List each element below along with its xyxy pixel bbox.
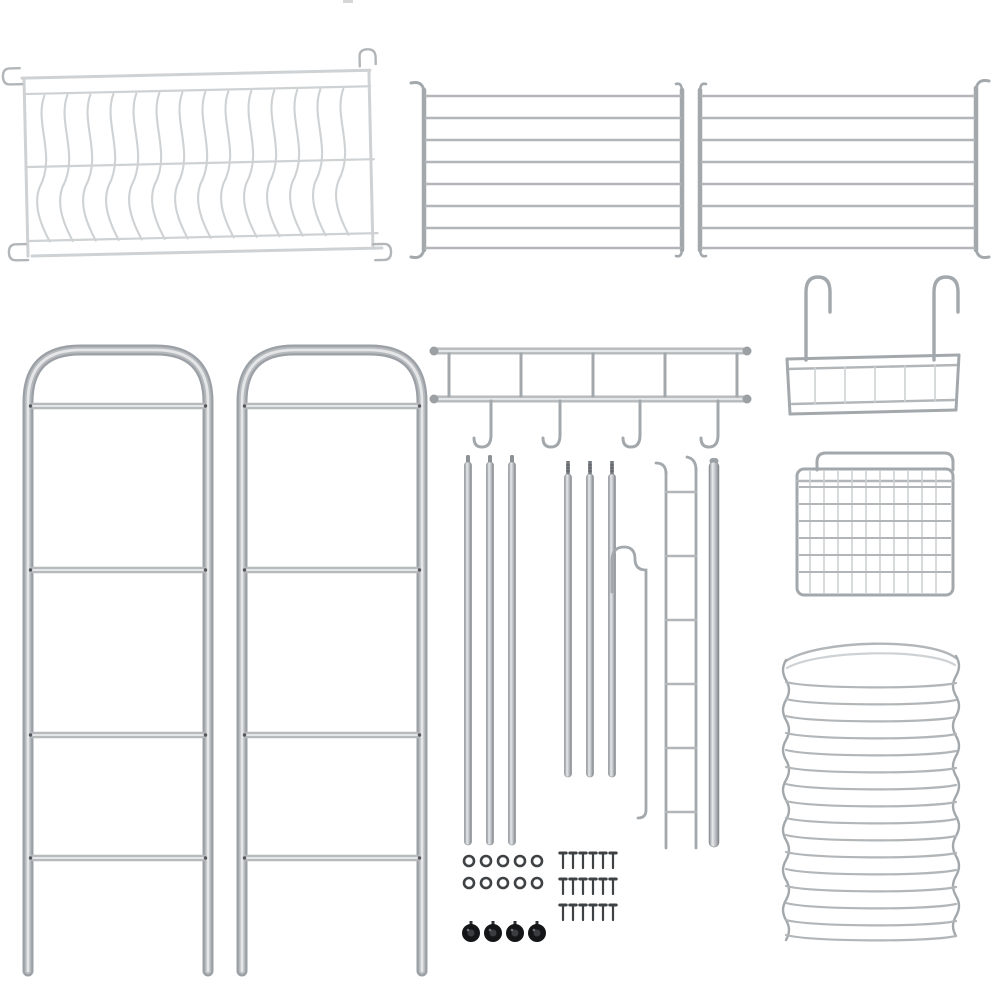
wire-basket (795, 451, 955, 597)
corner-hook-tab (358, 48, 377, 68)
support-tube-thick (708, 458, 720, 848)
side-frame-right (236, 344, 428, 977)
basket-grid-vertical (809, 470, 937, 594)
mat-wires (784, 680, 958, 942)
hardware-screws (558, 851, 618, 922)
s-hook-wire (610, 545, 648, 820)
corner-hook-tab (7, 242, 30, 262)
hanging-shelf (785, 275, 961, 416)
shelf-hook (932, 275, 960, 362)
side-frame-left (22, 344, 214, 977)
hardware-end-caps (462, 921, 546, 942)
corner-hook-tab (1, 66, 24, 86)
screw-holes (28, 404, 208, 860)
shelf-slats (814, 364, 936, 405)
corner-hook-tab (371, 242, 393, 262)
wire-mat (781, 642, 961, 942)
support-poles-threaded (564, 461, 616, 778)
basket-grid-horizontal (798, 486, 952, 573)
crossbars (33, 406, 203, 858)
shelf-wires (700, 94, 976, 250)
wire-shelf-panel-left (409, 81, 685, 259)
wire-shelf-panel-right (697, 79, 991, 259)
mat-edge-right (951, 654, 961, 938)
hook-rail (429, 346, 752, 449)
rail-posts (447, 352, 739, 398)
connector-rungs (664, 490, 698, 814)
dish-rack-panel (1, 48, 393, 262)
shelf-hook (804, 275, 832, 362)
hardware-washers (462, 854, 544, 890)
shelf-wires (424, 94, 682, 250)
ladder-connector (654, 455, 698, 850)
threaded-stud (566, 461, 614, 475)
crossbars (247, 406, 417, 858)
screw-holes (242, 404, 422, 860)
support-poles-long (464, 455, 516, 846)
j-hooks (472, 399, 720, 449)
